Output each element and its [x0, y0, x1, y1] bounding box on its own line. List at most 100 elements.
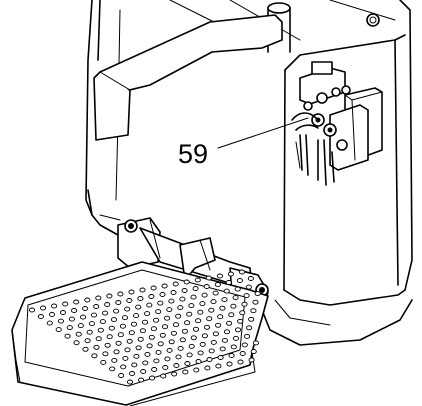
perforation-hole	[245, 284, 252, 290]
perforation-hole	[226, 320, 233, 326]
perforation-hole	[204, 365, 211, 371]
perforation-hole	[227, 271, 234, 277]
perforation-hole	[122, 355, 129, 361]
perforation-hole	[141, 319, 149, 325]
perforation-hole	[59, 310, 67, 315]
perforation-hole	[212, 290, 219, 296]
perforation-hole	[234, 327, 242, 333]
perforation-hole	[183, 279, 190, 285]
perforation-hole	[166, 347, 173, 353]
perforation-hole	[40, 305, 47, 311]
perforation-hole	[223, 329, 231, 335]
perforation-hole	[172, 322, 180, 328]
perforation-hole	[250, 308, 257, 314]
perforation-hole	[230, 344, 237, 350]
perforation-hole	[177, 345, 184, 351]
perforation-hole	[170, 290, 177, 295]
perforation-hole	[248, 316, 255, 322]
perforation-hole	[66, 325, 73, 331]
perforation-hole	[232, 295, 239, 301]
perforation-hole	[248, 357, 255, 363]
chassis-base	[87, 189, 413, 346]
perforation-hole	[177, 305, 184, 311]
perforation-hole	[146, 343, 153, 349]
perforation-hole	[228, 353, 235, 358]
perforation-hole	[91, 353, 98, 359]
perforation-hole	[181, 288, 188, 293]
perforation-hole	[64, 333, 71, 339]
perforation-hole	[192, 286, 199, 291]
perforation-hole	[197, 350, 204, 356]
perforation-hole	[170, 330, 177, 336]
perforation-hole	[188, 343, 195, 349]
perforation-hole	[161, 324, 169, 330]
perforation-hole	[86, 329, 93, 335]
perforation-hole	[186, 311, 193, 317]
perforation-hole	[195, 318, 202, 324]
perforation-hole	[234, 286, 241, 292]
perforation-hole	[195, 359, 202, 364]
perforation-hole	[97, 327, 104, 333]
perforation-hole	[113, 308, 120, 314]
perforation-hole	[73, 340, 80, 346]
perforation-hole	[51, 303, 58, 309]
foot-platform	[11, 261, 269, 406]
perforation-hole	[217, 355, 224, 360]
perforation-hole	[238, 269, 246, 275]
perforation-hole	[166, 307, 173, 313]
callout-59: 59	[178, 117, 309, 169]
perforation-hole	[237, 359, 244, 365]
perforation-hole	[201, 292, 208, 298]
perforation-hole	[106, 334, 113, 340]
perforation-hole	[188, 303, 195, 309]
perforation-hole	[155, 349, 162, 355]
perforation-hole	[225, 280, 232, 285]
perforation-hole	[179, 296, 186, 302]
perforation-hole	[84, 338, 91, 344]
perforation-hole	[88, 321, 95, 327]
perforation-hole	[139, 328, 146, 334]
perforation-hole	[71, 308, 78, 313]
perforation-hole	[171, 371, 178, 377]
perforation-hole	[168, 298, 175, 304]
perforation-hole	[181, 328, 188, 334]
operator-arm	[93, 14, 283, 141]
perforation-hole	[172, 281, 179, 287]
perforation-hole	[190, 335, 197, 341]
perforation-hole	[117, 291, 124, 297]
perforation-hole	[252, 340, 259, 346]
perforation-hole	[175, 354, 182, 360]
perforation-hole	[155, 309, 162, 315]
perforation-hole	[182, 369, 189, 375]
perforation-hole	[217, 314, 224, 320]
perforation-hole	[208, 348, 215, 354]
perforation-hole	[239, 310, 246, 316]
perforation-hole	[194, 277, 201, 283]
perforation-hole	[150, 285, 157, 291]
perforation-hole	[130, 321, 138, 327]
perforation-hole	[236, 278, 243, 283]
perforation-hole	[119, 323, 126, 329]
perforation-hole	[162, 365, 169, 370]
perforation-hole	[95, 336, 102, 342]
perforation-hole	[144, 351, 151, 357]
perforation-hole	[237, 318, 244, 324]
perforation-hole	[82, 306, 89, 311]
perforation-hole	[126, 379, 134, 385]
perforation-hole	[201, 333, 208, 339]
perforation-hole	[161, 283, 168, 289]
perforation-hole	[115, 340, 122, 346]
perforation-hole	[135, 345, 142, 351]
perforation-hole	[159, 332, 166, 338]
perforation-hole	[159, 292, 166, 297]
truck-body	[85, 0, 413, 291]
perforation-hole	[79, 314, 87, 320]
perforation-hole	[113, 349, 120, 355]
perforation-hole	[215, 363, 222, 369]
perforation-hole	[104, 342, 111, 348]
perforation-hole	[109, 366, 116, 372]
perforation-hole	[210, 299, 217, 305]
perforation-hole	[151, 367, 158, 372]
